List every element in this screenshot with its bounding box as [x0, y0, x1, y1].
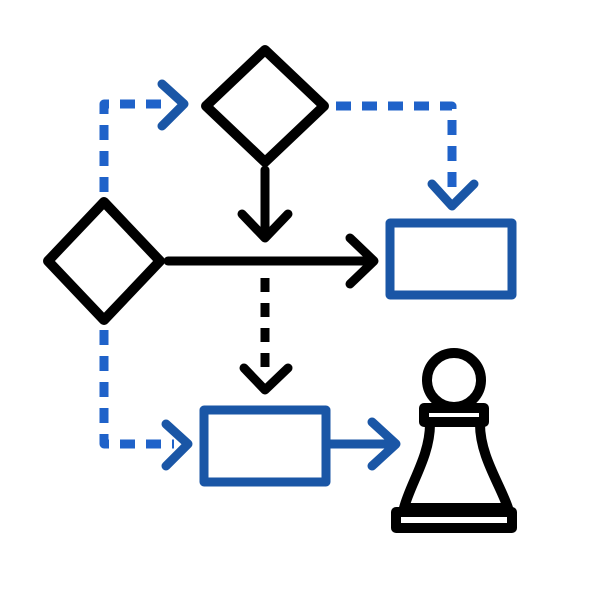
arrow-top-diamond-down — [237, 165, 293, 243]
dashed-arrow-to-bottom-rect — [239, 278, 293, 395]
arrow-bottom-rect-to-pawn — [323, 417, 401, 471]
dashed-connector-left-to-bottom-rect — [99, 330, 193, 471]
decision-diamond-left — [43, 197, 165, 325]
decision-diamond-top — [201, 45, 329, 167]
dashed-connector-left-to-top — [99, 79, 189, 192]
process-rectangle-right — [385, 218, 517, 300]
process-rectangle-bottom — [199, 405, 331, 487]
chess-pawn-icon — [391, 348, 517, 533]
arrow-left-diamond-to-right-rect — [163, 233, 379, 289]
dashed-connector-top-to-right-rect — [336, 101, 479, 211]
